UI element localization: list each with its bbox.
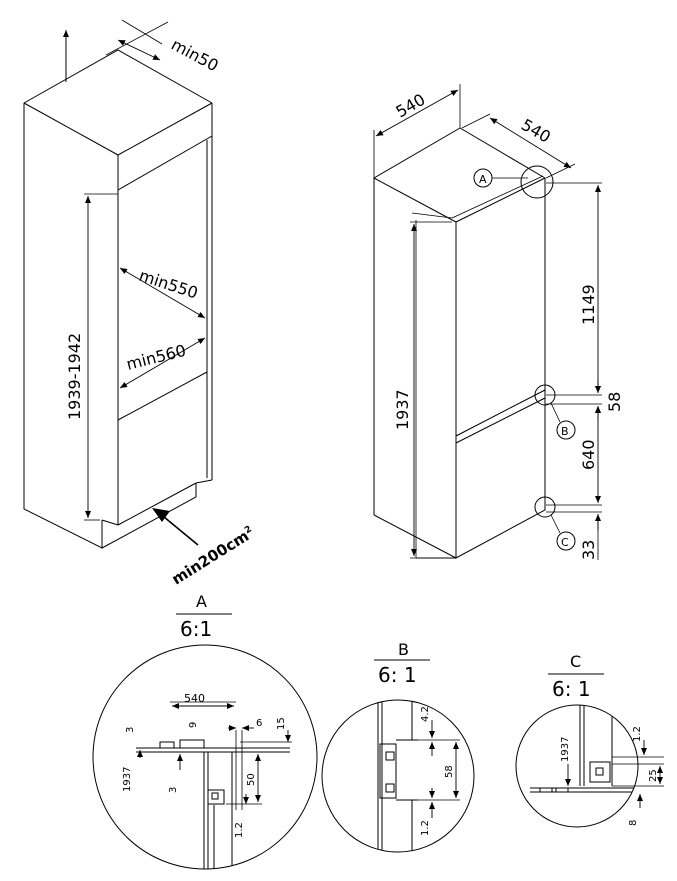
detail-a-6: 6	[256, 718, 262, 729]
detail-c-scale: 6: 1	[552, 677, 591, 701]
marker-circle-b	[534, 384, 556, 406]
marker-circle-c	[534, 496, 556, 518]
detail-a-scale: 6:1	[180, 617, 212, 641]
detail-b-title: B	[398, 640, 409, 659]
detail-b-scale: 6: 1	[378, 663, 417, 687]
dim-640: 640	[579, 439, 598, 470]
detail-c-1937: 1937	[560, 737, 571, 762]
dim-min560: min560	[124, 341, 188, 374]
dim-58: 58	[605, 392, 624, 412]
detail-c-25: 25	[648, 769, 659, 782]
marker-a: A	[479, 173, 487, 186]
detail-a-540: 540	[184, 692, 205, 705]
detail-a-9: 9	[188, 722, 199, 728]
detail-c-12: 1.2	[632, 726, 643, 742]
detail-a-15: 15	[276, 717, 287, 730]
detail-b-12: 1.2	[420, 820, 431, 836]
detail-c-8: 8	[628, 820, 639, 826]
niche-drawing: min50 1939-1942 min550 min560 min200cm2	[23, 19, 258, 589]
detail-b-42: 4.2	[420, 706, 431, 722]
detail-b-58: 58	[444, 765, 455, 778]
detail-a-12: 1.2	[234, 822, 245, 838]
appliance-drawing: 540 540 1937 1149 58 640 33 A B	[373, 84, 624, 560]
dim-33: 33	[579, 540, 598, 560]
dim-min50: min50	[168, 35, 222, 75]
detail-a-1937: 1937	[122, 767, 133, 792]
dim-height: 1939-1942	[65, 333, 84, 420]
detail-b: B 6: 1 4.2 58 1.2	[321, 640, 475, 853]
detail-a-3b: 3	[168, 787, 179, 793]
marker-c: C	[561, 536, 569, 549]
dim-1149: 1149	[579, 284, 598, 325]
detail-a-3: 3	[125, 727, 136, 733]
detail-a-50: 50	[246, 773, 257, 786]
detail-a: A 6:1 540 3 9 6 15 1937	[92, 592, 318, 870]
marker-circle-a	[520, 165, 554, 199]
detail-a-title: A	[196, 592, 207, 611]
dim-width: 540	[518, 115, 554, 147]
vent-label: min200cm2	[169, 524, 258, 589]
detail-c-title: C	[570, 652, 581, 671]
detail-c: C 6: 1 1937 1.2 25 8	[515, 652, 664, 828]
dim-1937: 1937	[393, 389, 412, 430]
marker-b: B	[561, 425, 569, 438]
